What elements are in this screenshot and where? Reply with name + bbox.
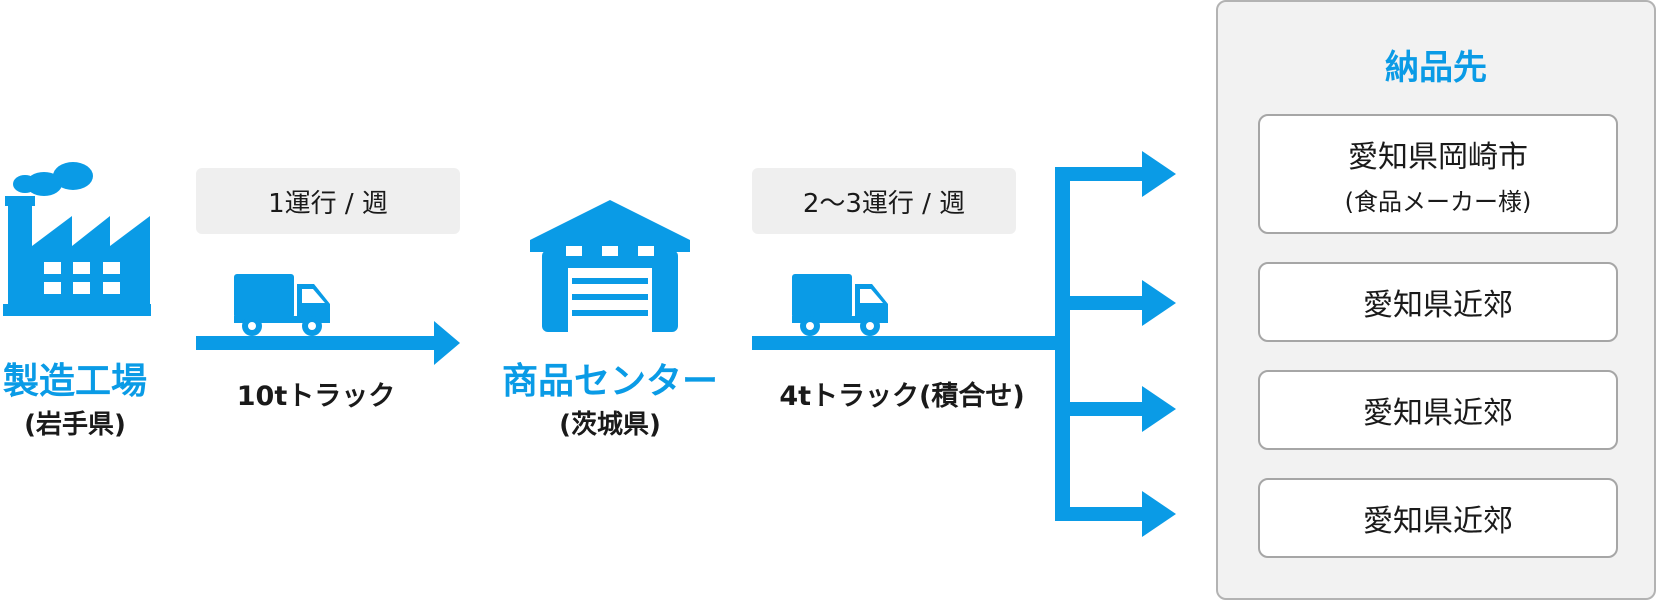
- origin-location: (岩手県): [24, 410, 126, 440]
- destinations-title: 納品先: [1385, 48, 1487, 88]
- warehouse-icon: [530, 200, 690, 332]
- truck-icon: [234, 274, 330, 336]
- flow-arrow-1: [196, 321, 460, 365]
- factory-icon: [3, 162, 151, 316]
- destination-name: 愛知県近郊: [1363, 288, 1513, 323]
- destination-note: (食品メーカー様): [1344, 187, 1532, 216]
- hub-title: 商品センター: [501, 361, 718, 402]
- hub-location: (茨城県): [559, 410, 661, 440]
- leg2-truck-label: 4tトラック(積合せ): [779, 381, 1025, 412]
- destination-card: 愛知県近郊: [1258, 478, 1618, 558]
- destination-card: 愛知県近郊: [1258, 370, 1618, 450]
- leg1-frequency: 1運行 / 週: [196, 168, 460, 234]
- destination-name: 愛知県近郊: [1363, 396, 1513, 431]
- origin-title: 製造工場: [2, 361, 147, 402]
- destination-card: 愛知県近郊: [1258, 262, 1618, 342]
- branch-arrows: [752, 151, 1176, 537]
- truck-icon: [792, 274, 888, 336]
- leg1-truck-label: 10tトラック: [236, 381, 396, 412]
- destination-name: 愛知県岡崎市: [1348, 139, 1528, 175]
- leg2-frequency: 2〜3運行 / 週: [752, 168, 1016, 234]
- destination-card: 愛知県岡崎市 (食品メーカー様): [1258, 114, 1618, 234]
- destination-name: 愛知県近郊: [1363, 504, 1513, 539]
